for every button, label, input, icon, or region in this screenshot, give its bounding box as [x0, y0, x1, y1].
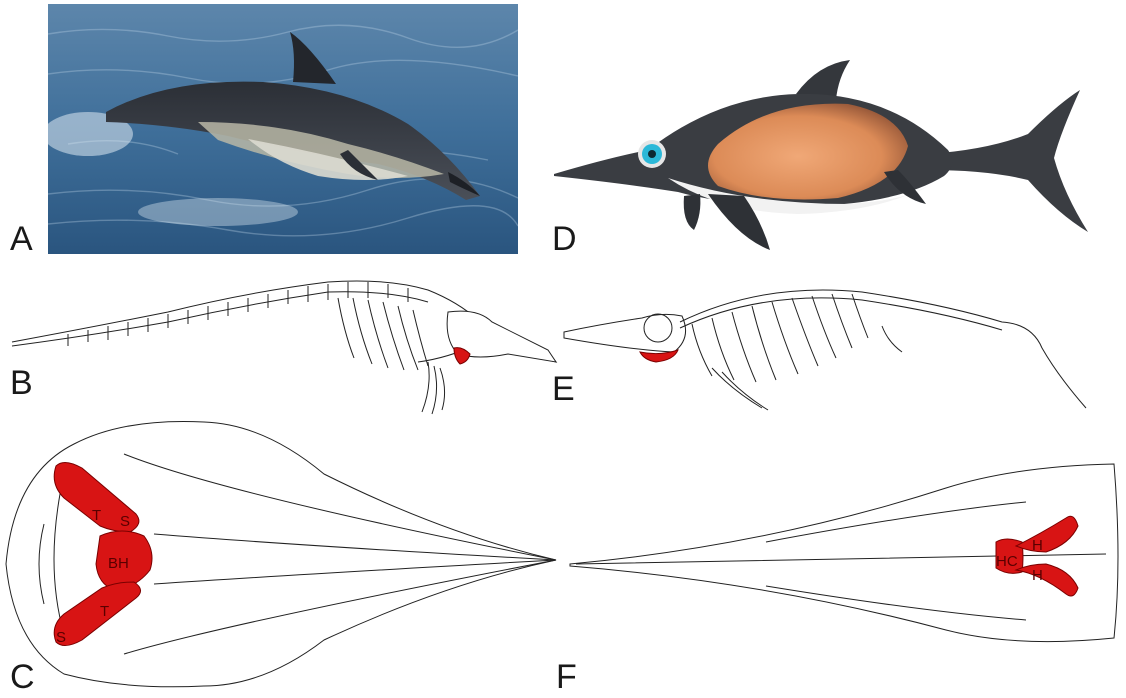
label-hc: HC	[996, 553, 1018, 570]
panel-label-c: C	[10, 660, 35, 694]
label-bh: BH	[108, 555, 129, 572]
panel-label-f: F	[556, 660, 577, 694]
ichthyosaur-illustration	[548, 54, 1098, 254]
panel-label-d: D	[552, 222, 577, 256]
dolphin-skeleton	[8, 262, 568, 422]
label-s-lower: S	[56, 629, 66, 646]
ichthyosaur-skull-diagram: HC H H	[566, 462, 1126, 662]
label-t-upper: T	[92, 507, 101, 524]
dolphin-photo	[48, 4, 518, 254]
label-h-upper: H	[1032, 537, 1043, 554]
label-h-lower: H	[1032, 567, 1043, 584]
label-s-upper: S	[120, 513, 130, 530]
dolphin-skull-diagram: T S BH T S	[4, 414, 564, 694]
panel-label-e: E	[552, 372, 575, 406]
label-t-lower: T	[100, 603, 109, 620]
panel-label-b: B	[10, 366, 33, 400]
ichthyosaur-skeleton	[562, 272, 1092, 412]
panel-label-a: A	[10, 222, 33, 256]
